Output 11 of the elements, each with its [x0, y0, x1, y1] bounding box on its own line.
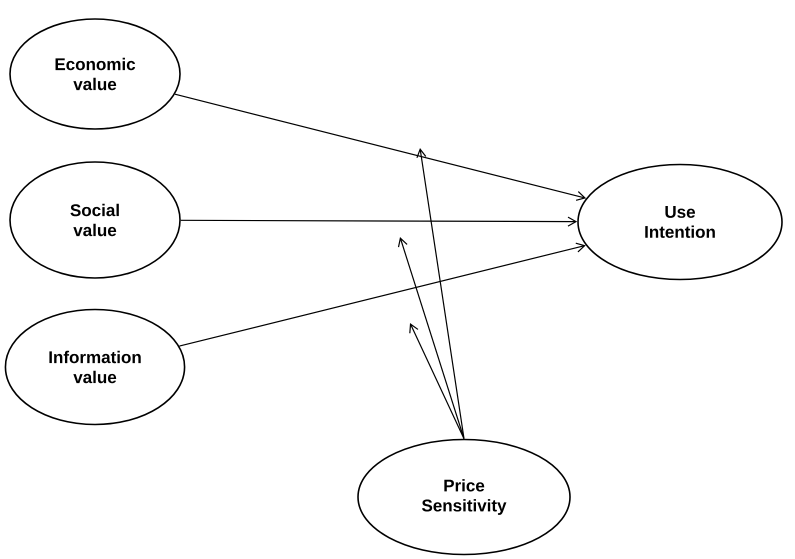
- ellipse-node: Price Sensitivity: [357, 438, 571, 556]
- arrow: [409, 323, 465, 439]
- ellipse-node: Economic value: [9, 18, 181, 130]
- arrow: [180, 216, 578, 227]
- arrow: [174, 94, 586, 201]
- ellipse-node: Use Intention: [577, 164, 783, 280]
- arrow: [398, 237, 465, 439]
- arrow: [416, 148, 465, 439]
- ellipse-node: Information value: [4, 308, 186, 426]
- ellipse-node: Social value: [9, 161, 181, 279]
- arrow: [179, 242, 586, 347]
